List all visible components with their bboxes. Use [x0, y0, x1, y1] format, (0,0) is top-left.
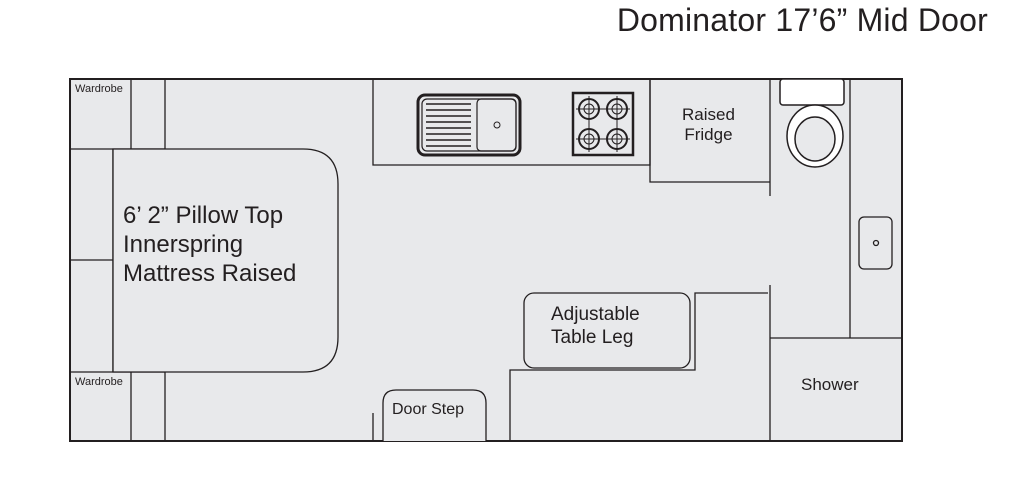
wardrobe-bottom-label: Wardrobe — [75, 376, 123, 388]
table-label: Adjustable Table Leg — [551, 304, 640, 348]
door-step — [382, 389, 487, 441]
bed-label: 6’ 2” Pillow Top Innerspring Mattress Ra… — [123, 202, 297, 287]
shower-label: Shower — [801, 375, 859, 394]
door-step-label: Door Step — [392, 401, 465, 418]
basin-icon — [858, 216, 893, 270]
wardrobe-top-label: Wardrobe — [75, 83, 123, 95]
dinette — [509, 292, 768, 441]
bed — [112, 148, 339, 373]
sink-icon — [416, 93, 522, 157]
fridge-label: Raised Fridge — [682, 105, 735, 145]
toilet-icon — [779, 78, 845, 168]
stove-icon — [571, 91, 635, 157]
fridge-enclosure — [649, 79, 770, 183]
plan-title: Dominator 17’6” Mid Door — [616, 2, 988, 38]
table — [523, 292, 691, 369]
